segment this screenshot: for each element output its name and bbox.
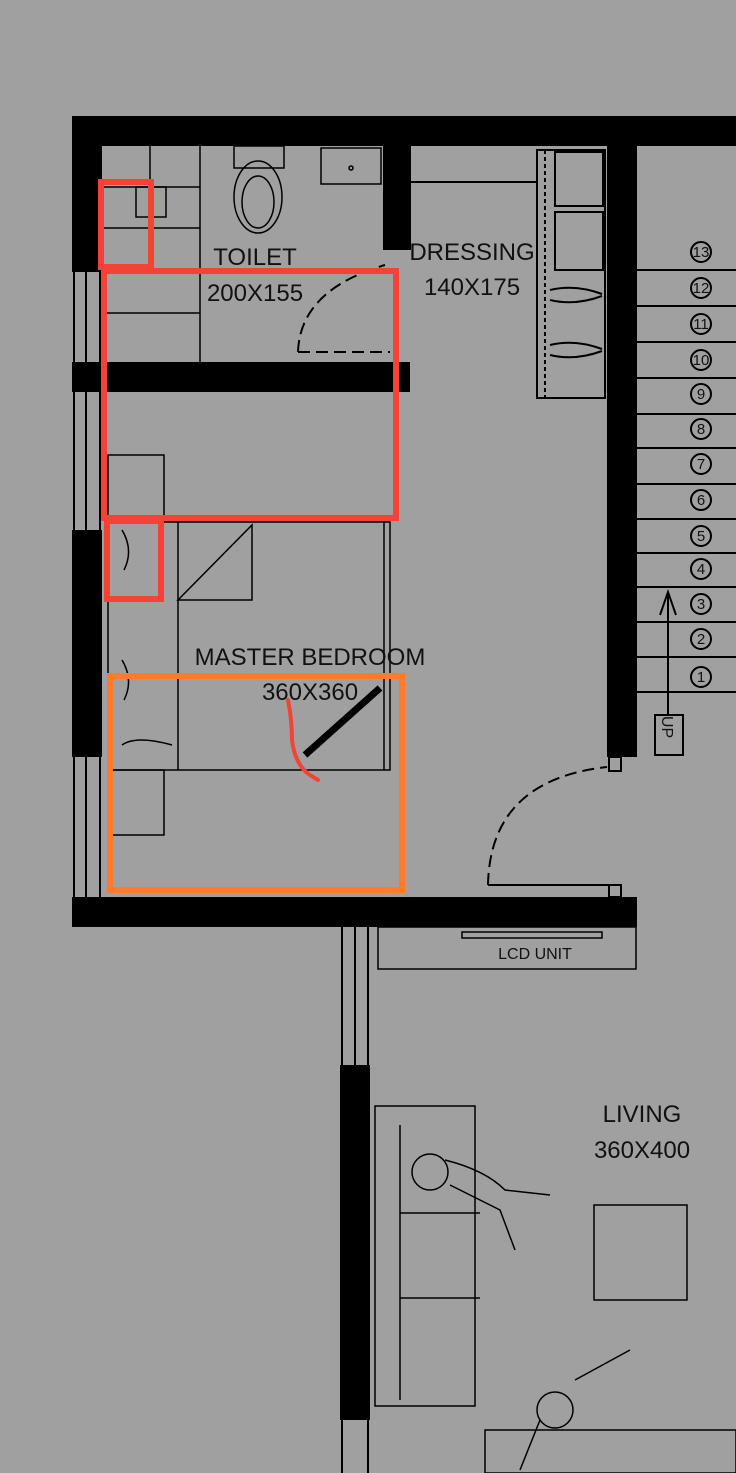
step-circle: [690, 418, 712, 440]
step-number: 11: [693, 316, 709, 333]
step-number: 2: [697, 631, 705, 648]
sofa-icon: [374, 1105, 476, 1407]
step-circle: [690, 666, 712, 688]
bed: [107, 454, 391, 836]
step-circle: [690, 453, 712, 475]
annotation-box-red: [104, 518, 164, 602]
toilet-size: 200X155: [207, 280, 303, 307]
coffee-table-icon: [593, 1204, 688, 1301]
step-circle: [690, 241, 712, 263]
step-circle: [690, 383, 712, 405]
step-number: 12: [693, 280, 710, 297]
step-number: 1: [697, 669, 705, 686]
step-circle: [690, 558, 712, 580]
annotation-box-orange: [107, 673, 405, 893]
staircase: [637, 269, 736, 756]
step-number: 8: [697, 421, 705, 438]
annotation-scribble: [286, 698, 320, 782]
dressing-label: DRESSING: [409, 239, 534, 266]
step-circle: [690, 489, 712, 511]
living-furniture: [374, 1105, 736, 1473]
step-circle: [690, 349, 712, 371]
master-bedroom-size: 360X360: [262, 679, 358, 706]
living-label: LIVING: [603, 1101, 682, 1128]
annotation-box-red: [101, 268, 399, 521]
wardrobe: [411, 149, 606, 399]
annotation-box-red: [98, 179, 154, 270]
person-icon: [536, 1391, 574, 1429]
lcd-unit-label: LCD UNIT: [498, 946, 572, 963]
step-circle: [690, 593, 712, 615]
sink-icon: [320, 147, 382, 185]
bedroom-door-marker: [302, 685, 383, 758]
step-number: 3: [697, 596, 705, 613]
step-number: 10: [693, 352, 710, 369]
step-number: 9: [697, 386, 705, 403]
lcd-unit: [377, 926, 637, 970]
step-number: 4: [697, 561, 705, 578]
stairs-up-label: UP: [658, 716, 675, 738]
master-bedroom-label: MASTER BEDROOM: [195, 644, 426, 671]
step-circle: [690, 525, 712, 547]
step-circle: [690, 628, 712, 650]
toilet-label: TOILET: [213, 244, 297, 271]
living-size: 360X400: [594, 1137, 690, 1164]
walls: [72, 116, 736, 1420]
step-number: 5: [697, 528, 705, 545]
person-icon: [411, 1153, 449, 1191]
step-number: 7: [697, 456, 705, 473]
toilet-bowl-icon: [233, 160, 283, 234]
main-door: [487, 756, 622, 898]
step-number: 13: [693, 244, 710, 261]
step-circle: [690, 277, 712, 299]
windows: [73, 272, 369, 1473]
step-number: 6: [697, 492, 705, 509]
annotations: [98, 179, 405, 893]
step-circle: [690, 313, 712, 335]
dressing-size: 140X175: [424, 274, 520, 301]
